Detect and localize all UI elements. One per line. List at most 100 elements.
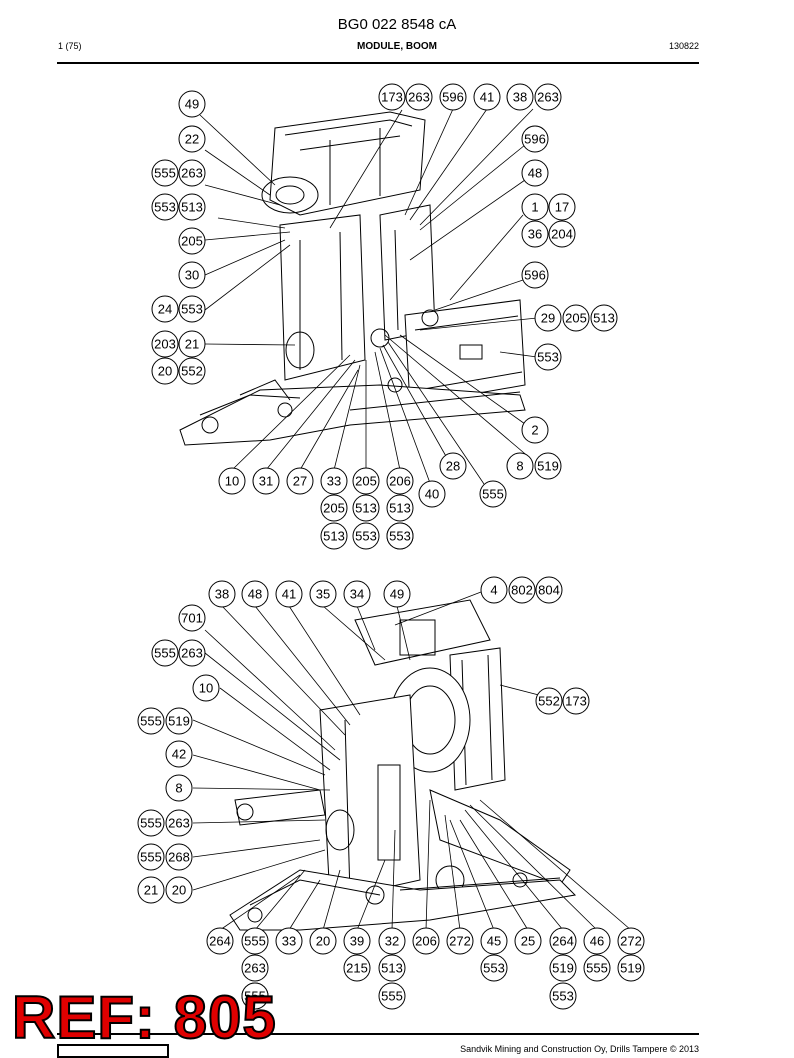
top-callout-10: 10 xyxy=(218,467,246,495)
bottom-callout-20: 20 xyxy=(309,927,337,955)
bottom-callout-701: 701 xyxy=(178,604,206,632)
bottom-callout-21: 21 xyxy=(137,876,165,904)
bottom-callout-label: 264 xyxy=(209,934,231,949)
top-callout-513: 513 xyxy=(352,494,380,522)
top-callout-206: 206 xyxy=(386,467,414,495)
top-callout-label: 28 xyxy=(446,459,460,474)
bottom-callout-25: 25 xyxy=(514,927,542,955)
bottom-callout-label: 555 xyxy=(140,850,162,865)
bottom-callout-label: 555 xyxy=(154,646,176,661)
bottom-callout-48: 48 xyxy=(241,580,269,608)
bottom-callout-802: 802 xyxy=(508,576,536,604)
bottom-callout-555: 555 xyxy=(378,982,406,1010)
bottom-callout-label: 39 xyxy=(350,934,364,949)
top-callout-513: 513 xyxy=(590,304,618,332)
top-callout-513: 513 xyxy=(178,193,206,221)
ref-stamp: REF: 805 xyxy=(11,984,277,1051)
boom-module-top-view xyxy=(179,111,526,446)
bottom-callout-10: 10 xyxy=(192,674,220,702)
bottom-callout-20: 20 xyxy=(165,876,193,904)
top-callout-31: 31 xyxy=(252,467,280,495)
top-callout-263: 263 xyxy=(178,159,206,187)
bottom-callout-268: 268 xyxy=(165,843,193,871)
top-callout-553: 553 xyxy=(178,295,206,323)
bottom-callout-33: 33 xyxy=(275,927,303,955)
bottom-callout-label: 555 xyxy=(140,714,162,729)
bottom-callout-215: 215 xyxy=(343,954,371,982)
top-callout-48: 48 xyxy=(521,159,549,187)
top-callout-label: 22 xyxy=(185,132,199,147)
top-callout-40: 40 xyxy=(418,480,446,508)
bottom-callout-label: 701 xyxy=(181,611,203,626)
bottom-callout-555: 555 xyxy=(583,954,611,982)
bottom-callout-label: 272 xyxy=(449,934,471,949)
top-callout-label: 203 xyxy=(154,337,176,352)
top-callout-38: 38 xyxy=(506,83,534,111)
top-callout-label: 205 xyxy=(565,311,587,326)
top-callout-553: 553 xyxy=(386,522,414,550)
bottom-callout-272: 272 xyxy=(617,927,645,955)
bottom-callout-label: 21 xyxy=(144,883,158,898)
top-callout-label: 1 xyxy=(531,200,538,215)
top-callout-label: 33 xyxy=(327,474,341,489)
top-callout-label: 513 xyxy=(593,311,615,326)
bottom-callout-45: 45 xyxy=(480,927,508,955)
bottom-callout-label: 8 xyxy=(175,781,182,796)
top-callout-36: 36 xyxy=(521,220,549,248)
bottom-callout-label: 263 xyxy=(181,646,203,661)
top-callout-label: 553 xyxy=(181,302,203,317)
top-callout-2: 2 xyxy=(521,416,549,444)
bottom-callout-label: 20 xyxy=(172,883,186,898)
top-callout-22: 22 xyxy=(178,125,206,153)
bottom-callout-label: 20 xyxy=(316,934,330,949)
top-callout-label: 10 xyxy=(225,474,239,489)
bottom-callout-264: 264 xyxy=(549,927,577,955)
top-callout-label: 17 xyxy=(555,200,569,215)
bottom-callout-552: 552 xyxy=(535,687,563,715)
top-callout-596: 596 xyxy=(521,125,549,153)
top-callout-49: 49 xyxy=(178,90,206,118)
top-callout-label: 40 xyxy=(425,487,439,502)
top-callout-label: 204 xyxy=(551,227,573,242)
bottom-callout-label: 263 xyxy=(168,816,190,831)
bottom-callout-555: 555 xyxy=(137,707,165,735)
top-callout-41: 41 xyxy=(473,83,501,111)
bottom-callout-555: 555 xyxy=(151,639,179,667)
top-callout-label: 263 xyxy=(537,90,559,105)
bottom-callout-label: 25 xyxy=(521,934,535,949)
bottom-callout-label: 268 xyxy=(168,850,190,865)
bottom-callout-label: 206 xyxy=(415,934,437,949)
top-callout-29: 29 xyxy=(534,304,562,332)
bottom-callout-label: 215 xyxy=(346,961,368,976)
top-callout-label: 205 xyxy=(181,234,203,249)
bottom-callout-263: 263 xyxy=(178,639,206,667)
bottom-callout-label: 35 xyxy=(316,587,330,602)
bottom-callout-35: 35 xyxy=(309,580,337,608)
top-callout-label: 553 xyxy=(389,529,411,544)
top-callout-label: 21 xyxy=(185,337,199,352)
bottom-callout-label: 32 xyxy=(385,934,399,949)
bottom-callout-label: 173 xyxy=(565,694,587,709)
top-callout-label: 513 xyxy=(181,200,203,215)
bottom-callout-label: 4 xyxy=(490,583,497,598)
top-callout-553: 553 xyxy=(534,343,562,371)
bottom-callout-label: 553 xyxy=(552,989,574,1004)
top-callout-553: 553 xyxy=(352,522,380,550)
bottom-callout-label: 41 xyxy=(282,587,296,602)
date-code: 130822 xyxy=(668,41,699,51)
top-callout-173: 173 xyxy=(378,83,406,111)
bottom-callout-label: 272 xyxy=(620,934,642,949)
leader-lines xyxy=(192,108,632,931)
bottom-callout-519: 519 xyxy=(617,954,645,982)
top-callout-205: 205 xyxy=(562,304,590,332)
top-callout-label: 205 xyxy=(323,501,345,516)
top-callout-21: 21 xyxy=(178,330,206,358)
bottom-callout-label: 804 xyxy=(538,583,560,598)
top-callout-555: 555 xyxy=(151,159,179,187)
bottom-callout-555: 555 xyxy=(137,843,165,871)
bottom-callout-804: 804 xyxy=(535,576,563,604)
bottom-callout-41: 41 xyxy=(275,580,303,608)
bottom-callout-8: 8 xyxy=(165,774,193,802)
bottom-callout-555: 555 xyxy=(137,809,165,837)
